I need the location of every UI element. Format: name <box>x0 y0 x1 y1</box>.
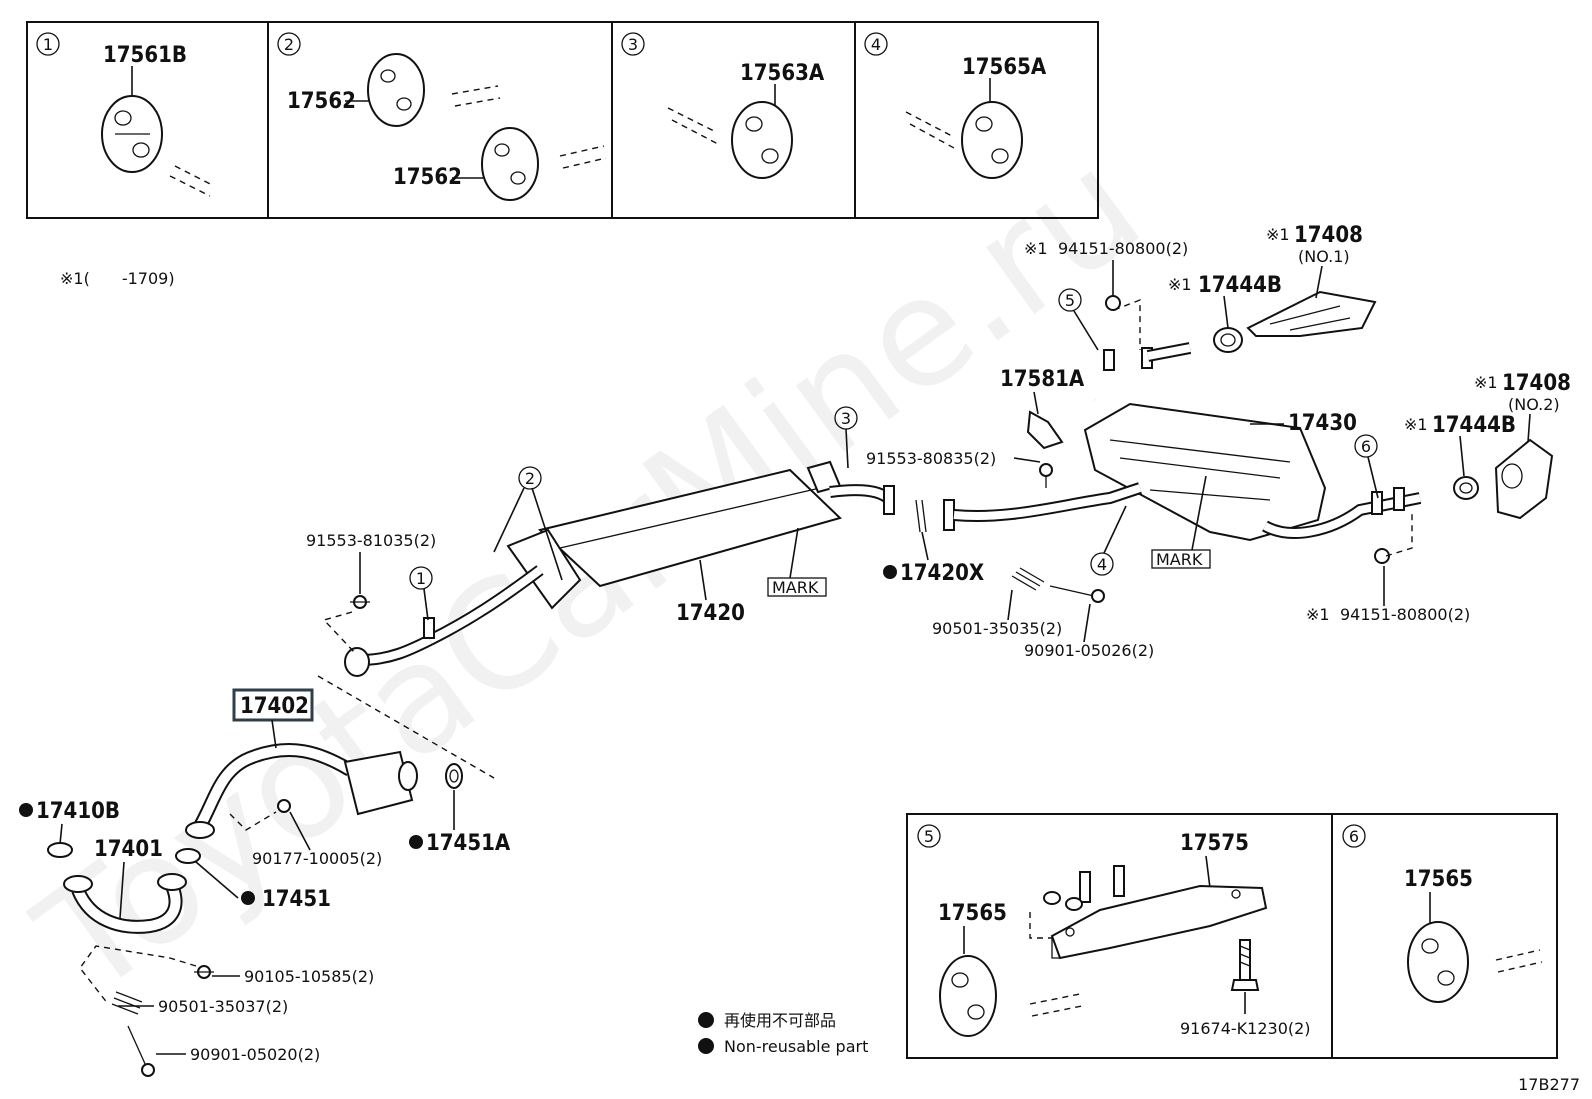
part-17451a: 17451A <box>426 831 511 856</box>
dashed-leaders <box>79 298 1413 1005</box>
inset-1: 1 17561B <box>36 32 215 197</box>
rubber-hanger-icon <box>101 95 163 173</box>
part-17420: 17420 <box>676 601 745 626</box>
inset-6-number: 6 <box>1349 827 1359 846</box>
part-91553-80835: 91553-80835(2) <box>866 449 996 468</box>
part-90501-35035: 90501-35035(2) <box>932 619 1062 638</box>
front-pipe <box>185 742 463 839</box>
top-insets: 1 17561B 2 17562 17562 <box>26 21 1099 219</box>
star-mark: ※1 <box>1474 373 1498 392</box>
part-17408-no1: 17408 <box>1294 223 1363 248</box>
part-17444b-right: 17444B <box>1432 413 1516 438</box>
non-reusable-dot <box>698 1038 714 1054</box>
bottom-insets: 5 17575 17565 <box>906 813 1558 1059</box>
part-17408-no2-sub: (NO.2) <box>1508 395 1560 414</box>
inset-3: 3 17563A <box>621 32 825 179</box>
part-17410b: 17410B <box>36 799 120 824</box>
part-94151-80800-bottom: 94151-80800(2) <box>1340 605 1470 624</box>
callout-5: 5 <box>1065 291 1075 310</box>
part-17581a: 17581A <box>1000 367 1085 392</box>
part-17562-b: 17562 <box>393 165 462 190</box>
inset-6: 6 17565 <box>1342 824 1543 1003</box>
legend: 再使用不可部品 Non-reusable part <box>698 1011 868 1056</box>
non-reusable-dot <box>241 891 255 905</box>
callout-6: 6 <box>1361 437 1371 456</box>
part-17565a: 17565A <box>962 55 1047 80</box>
part-94151-80800-top: 94151-80800(2) <box>1058 239 1188 258</box>
inset-5: 5 17575 17565 <box>917 824 1311 1038</box>
star-mark: ※1 <box>1306 605 1330 624</box>
mark-label-left: MARK <box>772 578 819 597</box>
center-muffler <box>344 460 895 677</box>
callout-2: 2 <box>525 469 535 488</box>
part-90105-10585: 90105-10585(2) <box>244 967 374 986</box>
non-reusable-dot <box>19 803 33 817</box>
intermediate-pipe <box>915 482 1142 533</box>
part-17563a: 17563A <box>740 61 825 86</box>
inset-5-number: 5 <box>924 827 934 846</box>
rubber-hanger-icon <box>481 127 539 201</box>
legend-en: Non-reusable part <box>724 1037 868 1056</box>
part-90501-35037: 90501-35037(2) <box>158 997 288 1016</box>
callout-4: 4 <box>1097 555 1107 574</box>
part-17451: 17451 <box>262 887 331 912</box>
inset-4: 4 17565A <box>864 32 1047 179</box>
star-mark: ※1 <box>1168 275 1192 294</box>
part-17565-inset6: 17565 <box>1404 867 1473 892</box>
non-reusable-dot <box>409 835 423 849</box>
callout-3: 3 <box>841 409 851 428</box>
part-17401: 17401 <box>94 837 163 862</box>
rubber-hanger-icon <box>961 101 1023 179</box>
callouts: 1 2 3 4 5 6 <box>409 288 1379 621</box>
bolt-icon <box>1230 939 1260 991</box>
part-17420x: 17420X <box>900 561 984 586</box>
part-90177-10005: 90177-10005(2) <box>252 849 382 868</box>
mark-label-right: MARK <box>1156 550 1203 569</box>
inset-4-number: 4 <box>871 35 881 54</box>
non-reusable-dot <box>883 565 897 579</box>
heat-insulator-no2 <box>1453 438 1554 520</box>
exhaust-pipe-17401 <box>47 842 201 934</box>
part-17444b-top: 17444B <box>1198 273 1282 298</box>
figure-code: 17B277 <box>1518 1075 1580 1094</box>
hardware <box>111 295 1390 1077</box>
inset-3-number: 3 <box>628 35 638 54</box>
inset-2: 2 17562 17562 <box>277 32 607 201</box>
inset-1-number: 1 <box>43 35 53 54</box>
rubber-hanger-icon <box>731 101 793 179</box>
star-mark: ※1 <box>1266 225 1290 244</box>
part-17565-inset5: 17565 <box>938 901 1007 926</box>
rubber-hanger-icon <box>939 955 997 1037</box>
part-91553-81035: 91553-81035(2) <box>306 531 436 550</box>
part-17408-no1-sub: (NO.1) <box>1298 247 1350 266</box>
star-mark: ※1 <box>1024 239 1048 258</box>
part-90901-05026: 90901-05026(2) <box>1024 641 1154 660</box>
inset-2-number: 2 <box>284 35 294 54</box>
rubber-hanger-icon <box>1407 921 1469 1003</box>
non-reusable-dot <box>698 1012 714 1028</box>
footnote: ※1( -1709) <box>60 269 175 288</box>
part-17408-no2: 17408 <box>1502 371 1571 396</box>
part-labels: ※1 17408 (NO.1) ※1 94151-80800(2) ※1 174… <box>19 223 1571 1064</box>
part-17575: 17575 <box>1180 831 1249 856</box>
part-17561b: 17561B <box>103 43 187 68</box>
star-mark: ※1 <box>1404 415 1428 434</box>
part-17562-a: 17562 <box>287 89 356 114</box>
heat-insulator-no1 <box>1146 290 1377 362</box>
rubber-hanger-icon <box>367 53 425 127</box>
part-90901-05020: 90901-05020(2) <box>190 1045 320 1064</box>
main-assembly <box>47 290 1554 1077</box>
callout-1: 1 <box>416 569 426 588</box>
part-17402: 17402 <box>240 694 309 719</box>
hanger-bracket-icon <box>1043 865 1268 960</box>
part-17430: 17430 <box>1288 411 1357 436</box>
legend-jp: 再使用不可部品 <box>724 1011 836 1030</box>
part-91674-k1230: 91674-K1230(2) <box>1180 1019 1311 1038</box>
